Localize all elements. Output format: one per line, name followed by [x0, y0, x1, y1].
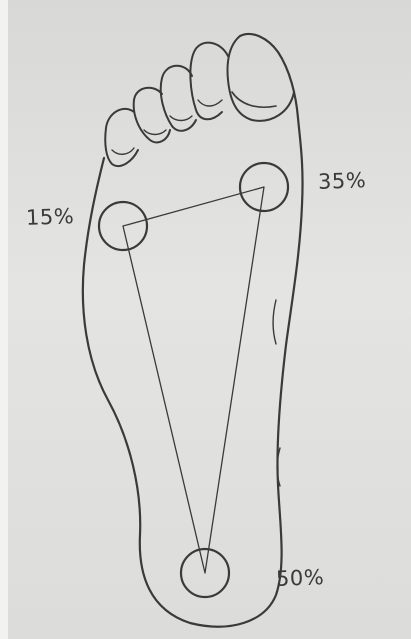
- first-metatarsal-percent-label: 15%: [26, 206, 75, 229]
- fifth-toe-crease: [112, 148, 134, 154]
- third-toe: [161, 66, 196, 131]
- third-toe-crease: [170, 116, 192, 121]
- big-toe-crease: [232, 92, 276, 107]
- fourth-toe-crease: [144, 130, 166, 135]
- big-toe: [228, 36, 295, 121]
- fifth-metatarsal-percent-label: 35%: [318, 170, 367, 193]
- second-toe-crease: [198, 100, 222, 106]
- second-toe: [190, 43, 228, 120]
- lateral-edge-mark: [273, 300, 276, 344]
- foot-outline: [83, 34, 303, 627]
- fifth-toe: [105, 109, 138, 166]
- heel-percent-label: 50%: [276, 567, 325, 590]
- load-triangle: [123, 187, 264, 573]
